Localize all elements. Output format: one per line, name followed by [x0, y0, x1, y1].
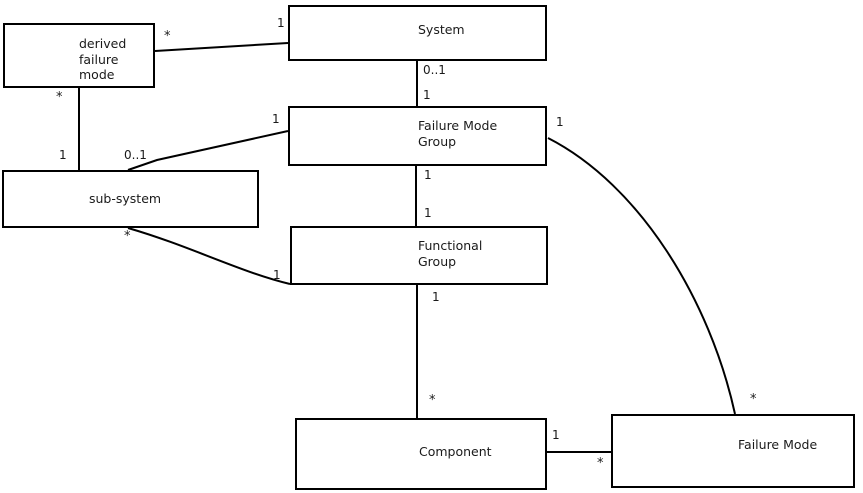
multiplicity-component-to-fm-one: 1	[552, 428, 560, 442]
class-name-component: Component	[419, 444, 492, 459]
association-sub-system--functional-group	[127, 227, 291, 285]
association-derived-failure-mode--system	[154, 42, 289, 52]
class-name-functional-group: Functional Group	[418, 238, 483, 269]
multiplicity-dfm-to-subsystem-star: *	[56, 90, 63, 105]
class-name-failure-mode: Failure Mode	[738, 437, 818, 452]
multiplicity-system-to-fmg-zero-one: 0..1	[423, 63, 446, 77]
class-box-derived-failure-mode[interactable]	[3, 23, 155, 88]
multiplicity-fg-to-subsystem-one: 1	[273, 268, 281, 282]
multiplicity-fmg-to-fm-one: 1	[556, 115, 564, 129]
class-box-system[interactable]	[288, 5, 547, 61]
class-box-sub-system[interactable]	[2, 170, 259, 228]
multiplicity-system-to-dfm-one: 1	[277, 16, 285, 30]
multiplicity-subsystem-to-dfm-one: 1	[59, 148, 67, 162]
class-box-failure-mode[interactable]	[611, 414, 855, 488]
class-box-failure-mode-group[interactable]	[288, 106, 547, 166]
multiplicity-fmg-to-system-one: 1	[423, 88, 431, 102]
multiplicity-fg-to-fmg-one-bottom: 1	[424, 206, 432, 220]
multiplicity-dfm-to-system-star: *	[164, 29, 171, 44]
class-name-failure-mode-group: Failure Mode Group	[418, 118, 498, 149]
association-lines	[78, 42, 736, 453]
association-failure-mode-group--failure-mode	[547, 137, 736, 415]
class-box-functional-group[interactable]	[290, 226, 548, 285]
association-failure-mode-group--sub-system	[127, 130, 289, 171]
class-name-system: System	[418, 22, 465, 37]
multiplicity-fmg-to-fg-one-top: 1	[424, 168, 432, 182]
multiplicity-component-to-fg-star: *	[429, 393, 436, 408]
multiplicity-fg-to-component-one: 1	[432, 290, 440, 304]
multiplicity-subsystem-to-fmg-zero-one: 0..1	[124, 148, 147, 162]
multiplicity-fmg-to-subsystem-one: 1	[272, 112, 280, 126]
multiplicity-fm-to-component-star: *	[597, 456, 604, 471]
multiplicity-fm-to-fmg-star: *	[750, 392, 757, 407]
class-name-sub-system: sub-system	[89, 191, 162, 206]
multiplicity-subsystem-to-fg-star: *	[124, 229, 131, 244]
class-box-component[interactable]	[295, 418, 547, 490]
class-name-derived-failure-mode: derived failure mode	[79, 36, 127, 82]
